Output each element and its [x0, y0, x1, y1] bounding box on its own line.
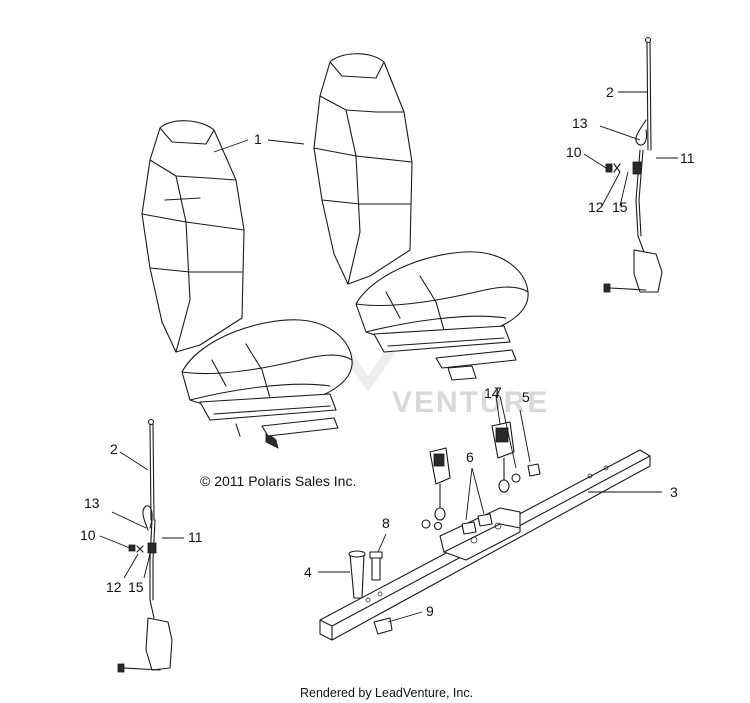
callout-3: 3	[670, 484, 678, 500]
callout-15-left: 15	[128, 579, 144, 595]
callout-6: 6	[466, 449, 474, 465]
callout-11-right: 11	[680, 150, 695, 166]
callout-14: 14	[484, 385, 500, 401]
callouts: 1 2 2 3 4 5 6 7 8 9 10 10 11 11 12 12 13…	[80, 84, 695, 619]
callout-2-left: 2	[110, 441, 118, 457]
callout-13-right: 13	[572, 115, 588, 131]
cross-bar	[319, 421, 651, 641]
left-seat	[141, 120, 353, 449]
callout-11-left: 11	[188, 529, 203, 545]
rendered-by-footer: Rendered by LeadVenture, Inc.	[300, 686, 473, 700]
copyright-text: © 2011 Polaris Sales Inc.	[200, 473, 356, 489]
watermark-text: VENTURE	[392, 386, 549, 419]
callout-15-right: 15	[612, 199, 628, 215]
callout-9: 9	[426, 603, 434, 619]
callout-13-left: 13	[84, 495, 100, 511]
callout-1: 1	[254, 131, 262, 147]
callout-12-left: 12	[106, 579, 122, 595]
right-seat	[313, 53, 529, 381]
callout-4: 4	[304, 564, 312, 580]
callout-5: 5	[522, 389, 530, 405]
callout-2-right: 2	[606, 84, 614, 100]
callout-10-right: 10	[566, 144, 582, 160]
left-belt-assembly	[117, 418, 173, 673]
callout-12-right: 12	[588, 199, 604, 215]
callout-8: 8	[382, 515, 390, 531]
callout-7: 7	[494, 384, 502, 400]
watermark-logo	[340, 352, 396, 392]
leader-lines	[99, 91, 678, 623]
right-belt-assembly	[603, 36, 663, 293]
callout-10-left: 10	[80, 527, 96, 543]
